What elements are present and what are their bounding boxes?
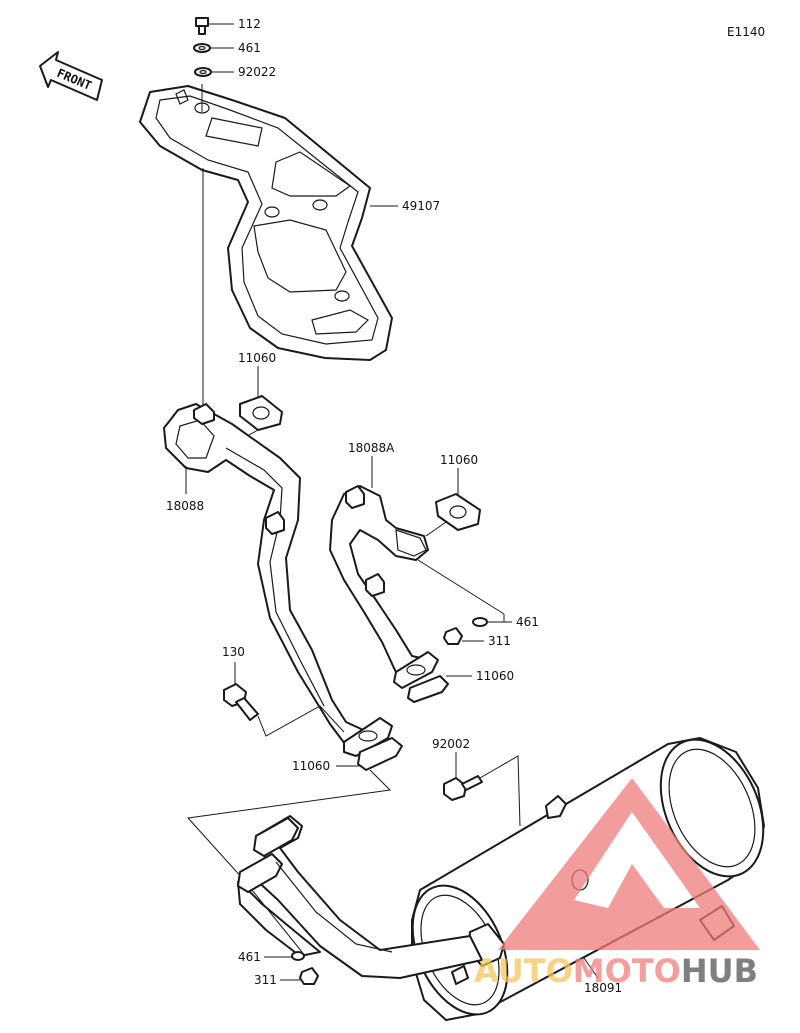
- label-18091: 18091: [584, 981, 622, 995]
- label-461-top: 461: [238, 41, 261, 55]
- gasket-11060-b[interactable]: [435, 493, 481, 531]
- label-11060-c: 11060: [476, 669, 514, 683]
- bolt-92002[interactable]: [443, 775, 483, 801]
- label-49107: 49107: [402, 199, 440, 213]
- diagram-code: E1140: [727, 25, 765, 39]
- washer-461-bot[interactable]: [291, 951, 305, 961]
- label-112: 112: [238, 17, 261, 31]
- watermark-logo: AUTOMOTOHUB: [474, 778, 760, 990]
- gasket-11060-a[interactable]: [239, 395, 283, 431]
- label-130: 130: [222, 645, 245, 659]
- label-92002: 92002: [432, 737, 470, 751]
- watermark-moto: MOTO: [573, 952, 681, 990]
- label-311-mid: 311: [488, 634, 511, 648]
- muffler-inlet-pipe[interactable]: [237, 815, 483, 985]
- gasket-11060-d[interactable]: [357, 737, 403, 771]
- heat-cover-49107[interactable]: [139, 85, 393, 361]
- label-11060-a: 11060: [238, 351, 276, 365]
- exhaust-pipe-18088A[interactable]: [329, 485, 439, 689]
- washer-461-mid[interactable]: [472, 617, 488, 627]
- label-11060-b: 11060: [440, 453, 478, 467]
- label-11060-d: 11060: [292, 759, 330, 773]
- label-461-mid: 461: [516, 615, 539, 629]
- label-18088: 18088: [166, 499, 204, 513]
- nut-311-bot[interactable]: [299, 967, 319, 985]
- label-18088A: 18088A: [348, 441, 395, 455]
- label-461-bot: 461: [238, 950, 261, 964]
- watermark-hub: HUB: [681, 952, 758, 990]
- collar-92022[interactable]: [194, 67, 212, 77]
- watermark-triangle-icon: [498, 778, 760, 950]
- label-92022: 92022: [238, 65, 276, 79]
- svg-text:AUTOMOTOHUB: AUTOMOTOHUB: [474, 952, 758, 990]
- bolt-130[interactable]: [223, 683, 259, 721]
- gasket-11060-c[interactable]: [407, 675, 449, 703]
- watermark-auto: AUTO: [474, 952, 573, 990]
- nut-311-mid[interactable]: [443, 627, 463, 645]
- label-311-bot: 311: [254, 973, 277, 987]
- front-arrow-icon: FRONT: [39, 51, 103, 101]
- washer-461-top[interactable]: [193, 43, 211, 53]
- bolt-112[interactable]: [195, 17, 209, 35]
